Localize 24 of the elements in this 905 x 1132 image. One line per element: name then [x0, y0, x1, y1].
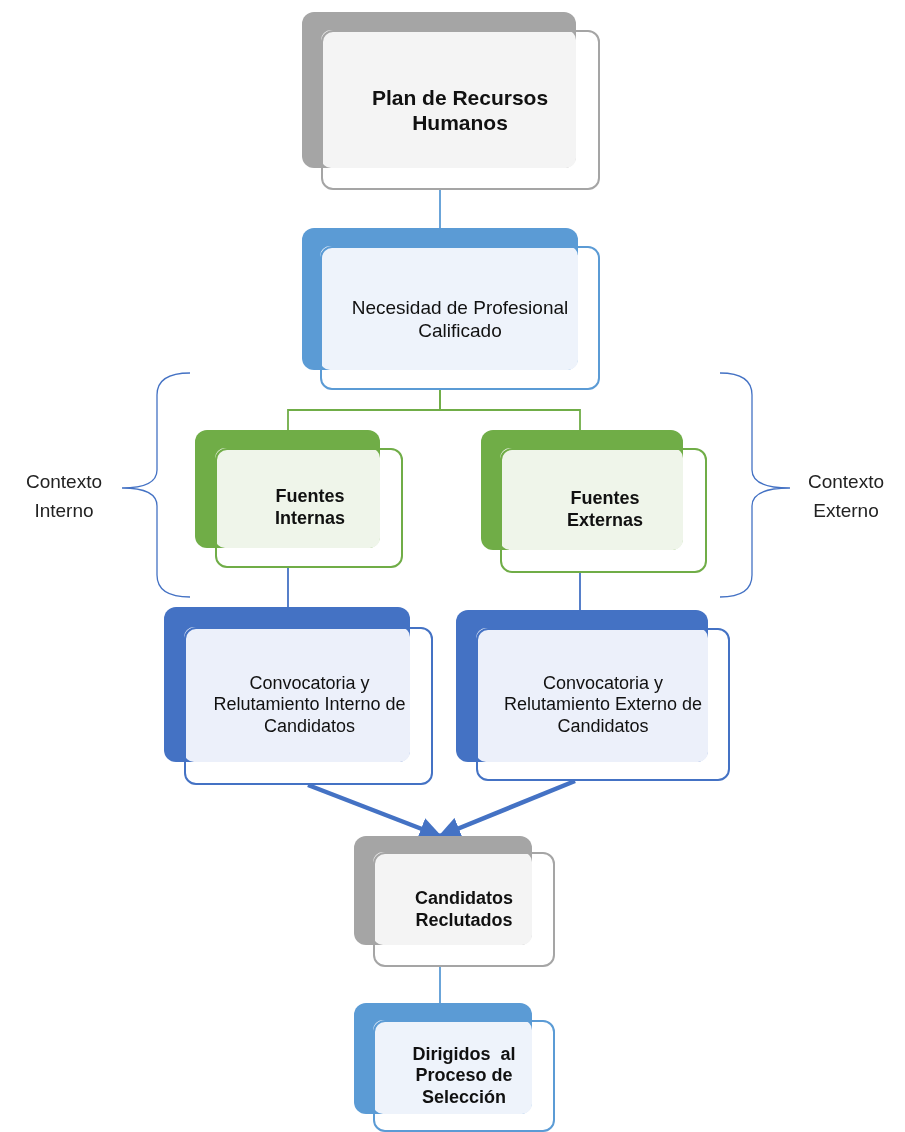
- connector-line: [579, 572, 581, 611]
- process-card: [354, 1003, 555, 1132]
- card-text: Fuentes Internas: [274, 484, 346, 530]
- connector-line: [439, 966, 441, 1004]
- card-text: Dirigidos al Proceso de Selección: [411, 1042, 517, 1109]
- process-card: [195, 430, 403, 568]
- card-text: Fuentes Externas: [565, 487, 644, 532]
- process-card: [164, 607, 433, 785]
- card-text: Candidatos Reclutados: [414, 887, 514, 932]
- connector-line: [439, 389, 581, 431]
- connector-line: [287, 567, 289, 608]
- process-card: [302, 228, 600, 390]
- card-text: Plan de Recursos Humanos: [370, 84, 550, 136]
- process-card: [456, 610, 730, 781]
- context-label: Contexto Externo: [806, 470, 885, 523]
- context-label: Contexto Interno: [24, 470, 103, 523]
- process-card: [302, 12, 600, 190]
- card-text: Convocatoria y Relutamiento Externo de Candidatos: [502, 671, 704, 738]
- process-card: [481, 430, 707, 573]
- card-text: Convocatoria y Relutamiento Interno de Candidatos: [212, 671, 407, 738]
- connector-line: [439, 189, 441, 229]
- process-card: [354, 836, 555, 967]
- card-text: Necesidad de Profesional Calificado: [350, 296, 570, 343]
- arrow: [437, 778, 576, 839]
